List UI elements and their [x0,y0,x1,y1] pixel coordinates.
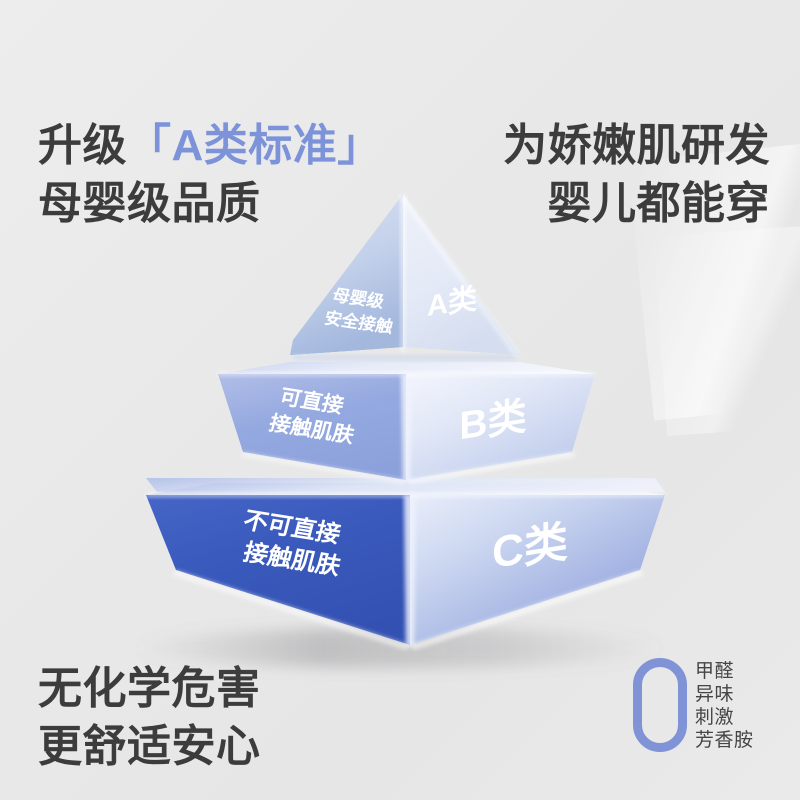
tier-c-top-surface [146,478,665,492]
zero-claim-badge: 甲醛 异味 刺激 芳香胺 [633,658,754,752]
tier-c-front-edge-highlight [404,495,416,646]
tier-b-right-face [406,374,595,480]
tier-b-bottom-left-edge [240,452,406,484]
tier-c-rim-highlight [146,493,665,497]
headline-top-left: 升级「A类标准」 母婴级品质 [38,117,382,233]
tier-c-grade: C类 [492,517,568,578]
zero-claim-item-0: 甲醛 [695,661,735,682]
pyramid-tier-c [146,478,665,650]
headline-prefix: 升级 [38,121,127,170]
zero-digit-icon [633,658,687,752]
tier-c-left-line1: 不可直接 [242,507,342,550]
tier-b-left-line2: 接触肌肤 [268,410,355,448]
headline-bottom-left: 无化学危害 更舒适安心 [38,660,261,776]
tier-a-center-edge-highlight [400,196,406,352]
headline-bottom-left-line1: 无化学危害 [38,664,261,713]
tier-c-bottom-right-edge [410,570,644,650]
headline-top-right-line1: 为娇嫩肌研发 [503,121,770,170]
headline-top-right: 为娇嫩肌研发 婴儿都能穿 [503,117,770,233]
tier-a-left-line2: 安全接触 [323,308,393,337]
tier-a-grade: A类 [427,282,478,323]
zero-claim-item-1: 异味 [695,684,735,705]
tier-b-left-label: 可直接 接触肌肤 [268,384,355,448]
headline-top-left-line2: 母婴级品质 [38,179,261,228]
tier-c-top-bevel [146,483,665,495]
tier-a-left-line1: 母婴级 [331,285,384,311]
headline-accent-text: A类标准 [171,121,338,170]
tier-b-left-line1: 可直接 [279,384,345,418]
headline-bracket-open: 「 [127,121,172,170]
zero-claim-item-3: 芳香胺 [695,730,754,751]
tier-a-left-label: 母婴级 安全接触 [323,285,393,337]
background-sheen-2 [653,223,800,437]
headline-bottom-left-line2: 更舒适安心 [38,722,261,771]
tier-b-front-edge-highlight [401,374,412,481]
tier-b-top-bevel [218,362,595,374]
tier-b-grade-label: B类 [459,394,527,448]
tier-c-left-face [146,495,410,645]
tier-c-left-line2: 接触肌肤 [242,539,341,581]
headline-top-right-line2: 婴儿都能穿 [547,179,770,228]
tier-a-grade-label: A类 [427,282,478,323]
headline-bracket-close: 」 [337,121,382,170]
zero-claim-item-2: 刺激 [695,707,735,728]
tier-b-bottom-right-edge [406,452,576,484]
zero-claim-list: 甲醛 异味 刺激 芳香胺 [695,658,754,752]
tier-b-grade: B类 [459,394,527,448]
pyramid-tier-b [218,362,595,484]
tier-c-right-face [410,495,665,645]
headline-top-left-line1: 升级「A类标准」 [38,117,382,175]
tier-a-bottom-bevel [290,355,520,360]
tier-b-rim-highlight [218,372,595,376]
tier-b-left-face [218,374,406,480]
tier-c-left-label: 不可直接 接触肌肤 [242,507,342,581]
tier-a-right-edge-highlight [400,194,520,357]
tier-c-grade-label: C类 [492,517,568,578]
tier-c-bottom-left-edge [172,570,410,650]
